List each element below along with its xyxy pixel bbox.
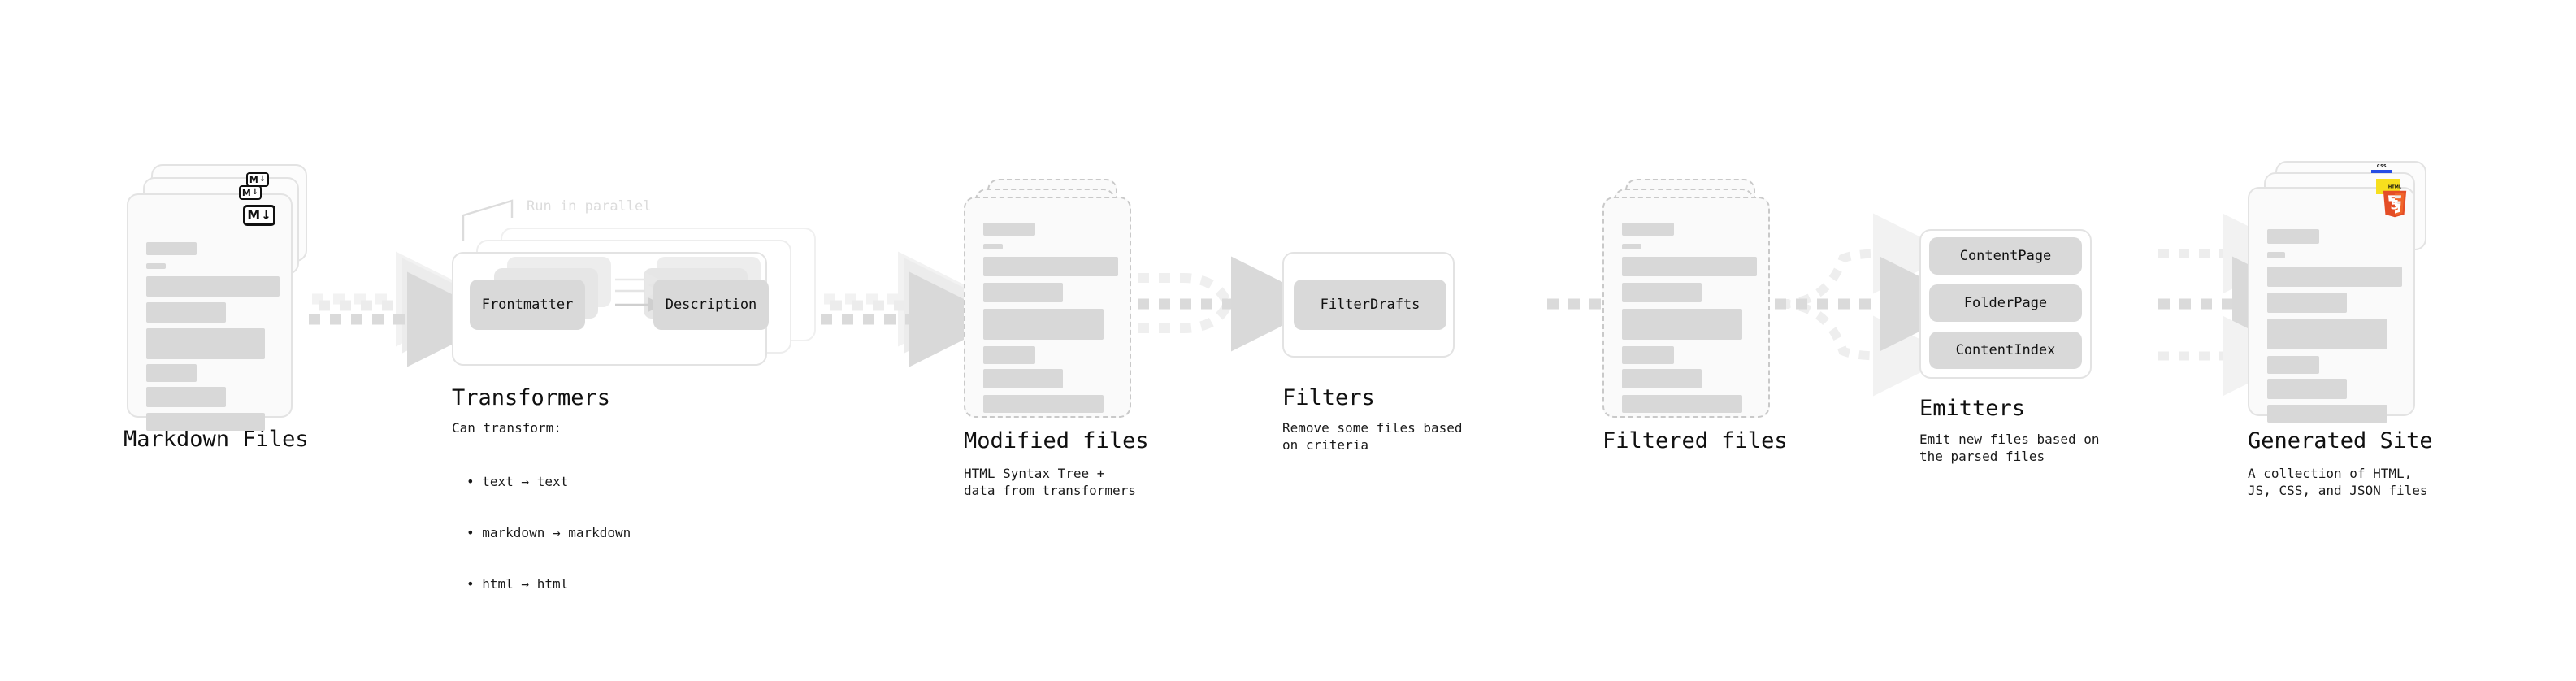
- skeleton-line: [983, 346, 1035, 364]
- svg-text:5: 5: [2390, 197, 2399, 212]
- skeleton-line: [1622, 346, 1674, 364]
- skeleton-line: [146, 387, 226, 407]
- emitter-chip-contentindex[interactable]: ContentIndex: [1929, 332, 2082, 369]
- transformers-bullet-item: • text → text: [466, 474, 569, 489]
- skeleton-line: [983, 244, 1003, 249]
- emitter-chip-label: ContentPage: [1959, 248, 2052, 264]
- stage-title-generated-site: Generated Site: [2248, 428, 2433, 453]
- skeleton-line: [2267, 405, 2387, 423]
- emitter-chip-label: FolderPage: [1963, 295, 2048, 311]
- skeleton-line: [1622, 257, 1757, 276]
- html5-icon: HTML 5: [2381, 184, 2409, 218]
- stage-subtitle-emitters: Emit new files based on the parsed files: [1919, 432, 2100, 464]
- skeleton-line: [1622, 283, 1702, 302]
- arrow-modified-to-filters: [1138, 256, 1326, 352]
- run-in-parallel-label: Run in parallel: [527, 198, 652, 215]
- markdown-icon: M↓: [243, 205, 275, 226]
- skeleton-line: [1622, 223, 1674, 236]
- skeleton-line: [1622, 395, 1742, 413]
- skeleton-line: [146, 364, 197, 382]
- skeleton-line: [983, 223, 1035, 236]
- stage-title-transformers: Transformers: [452, 385, 611, 410]
- css-bar: [2371, 170, 2392, 173]
- skeleton-line: [1622, 309, 1742, 340]
- skeleton-line: [2267, 267, 2402, 287]
- js-icon: [2376, 179, 2400, 194]
- transformers-bullet-item: • html → html: [466, 576, 569, 592]
- transformers-bullet-item: • markdown → markdown: [466, 525, 631, 540]
- transformer-chip-description[interactable]: Description: [653, 280, 769, 330]
- filter-chip-filterdrafts[interactable]: FilterDrafts: [1294, 280, 1446, 330]
- skeleton-line: [1622, 244, 1641, 249]
- skeleton-line: [146, 302, 226, 323]
- skeleton-line: [983, 283, 1063, 302]
- stage-title-filters: Filters: [1282, 385, 1375, 410]
- skeleton-line: [146, 263, 166, 269]
- stage-subtitle-filters: Remove some files based on criteria: [1282, 420, 1463, 453]
- css-icon: CSS: [2371, 165, 2392, 173]
- svg-text:HTML: HTML: [2388, 184, 2402, 189]
- arrow-transformers-to-modified: [821, 251, 1004, 367]
- stage-title-filtered-files: Filtered files: [1602, 428, 1788, 453]
- emitter-chip-label: ContentIndex: [1955, 342, 2056, 358]
- skeleton-line: [146, 328, 265, 359]
- skeleton-line: [2267, 356, 2319, 374]
- skeleton-line: [983, 395, 1104, 413]
- stage-title-emitters: Emitters: [1919, 396, 2026, 421]
- skeleton-line: [146, 242, 197, 255]
- skeleton-line: [2267, 319, 2387, 349]
- stage-subtitle-transformers: Can transform:: [452, 420, 562, 436]
- arrow-markdown-to-transformers: [309, 251, 502, 367]
- stage-subtitle-modified-files: HTML Syntax Tree + data from transformer…: [964, 466, 1136, 498]
- transformers-bullet-text: • text → text • markdown → markdown • ht…: [466, 439, 631, 627]
- skeleton-line: [146, 413, 265, 431]
- skeleton-line: [983, 309, 1104, 340]
- skeleton-line: [983, 257, 1118, 276]
- emitter-chip-folderpage[interactable]: FolderPage: [1929, 284, 2082, 322]
- filter-chip-label: FilterDrafts: [1320, 297, 1420, 313]
- filtered-file-card-front: [1602, 197, 1770, 418]
- skeleton-line: [2267, 293, 2347, 313]
- stage-subtitle-generated-site: A collection of HTML, JS, CSS, and JSON …: [2248, 466, 2428, 498]
- transformer-chip-label: Description: [665, 297, 757, 313]
- emitter-chip-contentpage[interactable]: ContentPage: [1929, 237, 2082, 275]
- transformer-chip-frontmatter[interactable]: Frontmatter: [470, 280, 585, 330]
- markdown-file-card-front: [127, 193, 293, 431]
- skeleton-line: [2267, 379, 2347, 399]
- skeleton-line: [2267, 229, 2319, 244]
- arrow-emitters-to-site: [2158, 213, 2327, 397]
- skeleton-line: [1622, 369, 1702, 388]
- arrow-filtered-to-emitters: [1775, 213, 1975, 397]
- skeleton-line: [2267, 252, 2285, 258]
- skeleton-line: [146, 276, 280, 297]
- markdown-icon-mid: M↓: [239, 185, 262, 200]
- html5-shield-svg: HTML 5: [2383, 184, 2407, 218]
- generated-site-card-front: [2248, 187, 2415, 423]
- modified-file-card-front: [964, 197, 1131, 418]
- stage-title-modified-files: Modified files: [964, 428, 1149, 453]
- skeleton-line: [983, 369, 1063, 388]
- transformer-chip-label: Frontmatter: [481, 297, 574, 313]
- stage-title-markdown-files: Markdown Files: [124, 427, 309, 452]
